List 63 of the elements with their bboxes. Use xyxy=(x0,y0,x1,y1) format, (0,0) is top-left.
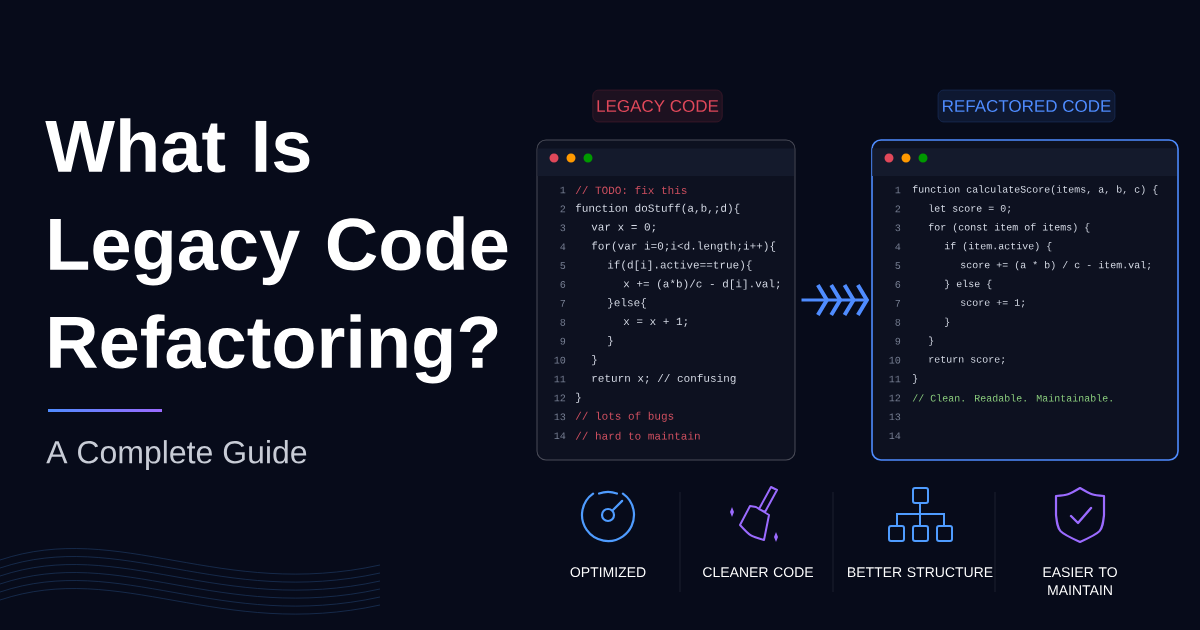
code-line: return x; // confusing xyxy=(592,373,736,385)
line-number: 12 xyxy=(554,394,566,402)
code-line: x += (a*b)/c - d[i].val; xyxy=(623,279,780,290)
line-number: 2 xyxy=(560,205,566,213)
line-number: 1 xyxy=(895,186,901,194)
code-line: function calculateScore(items, a, b, c) { xyxy=(912,185,1158,195)
code-line: } xyxy=(913,374,918,384)
code-line: // lots of bugs xyxy=(575,411,674,422)
line-number: 2 xyxy=(895,205,901,213)
feature-label: EASIER TO MAINTAIN xyxy=(1043,567,1117,595)
line-number: 5 xyxy=(560,262,566,269)
heading-badge: REFACTORED CODE xyxy=(937,89,1116,123)
feature-label: OPTIMIZED xyxy=(570,567,646,578)
chevron-arrow xyxy=(801,283,870,317)
line-number: 3 xyxy=(895,224,901,232)
line-number: 12 xyxy=(889,394,901,402)
line-number: 11 xyxy=(889,375,901,383)
line-number: 14 xyxy=(889,432,901,439)
line-number: 9 xyxy=(560,337,566,345)
line-number: 8 xyxy=(560,318,566,326)
code-line: return score; xyxy=(929,355,1005,365)
code-line: // TODO: fix this xyxy=(575,185,687,195)
code-line: // Clean. Readable. Maintainable. xyxy=(912,394,1112,402)
line-number: 10 xyxy=(889,356,901,364)
title: What Is Legacy Code Refactoring? xyxy=(45,118,508,384)
heading-badge: LEGACY CODE xyxy=(592,89,723,123)
code-line: score += (a * b) / c - item.val; xyxy=(961,260,1151,271)
code-line: }else{ xyxy=(608,298,646,309)
line-number: 6 xyxy=(560,281,566,288)
feature-label: BETTER STRUCTURE xyxy=(848,567,993,578)
code-line: } xyxy=(608,336,613,347)
line-number: 1 xyxy=(560,186,566,194)
line-number: 6 xyxy=(895,281,901,288)
code-line: score += 1; xyxy=(961,299,1025,308)
line-number: 14 xyxy=(554,432,566,439)
code-line: } else { xyxy=(945,279,992,290)
code-line: } xyxy=(945,317,950,327)
code-line: let score = 0; xyxy=(929,204,1011,214)
line-number: 10 xyxy=(554,356,566,364)
line-number: 8 xyxy=(895,318,901,326)
code-line: } xyxy=(576,392,581,403)
code-line: for(var i=0;i<d.length;i++){ xyxy=(591,241,776,252)
subtitle: A Complete Guide xyxy=(46,440,307,470)
feature-label: CLEANER CODE xyxy=(703,567,813,578)
code-line: } xyxy=(592,355,597,366)
line-number: 9 xyxy=(895,337,901,345)
code-line: // hard to maintain xyxy=(575,431,700,440)
line-number: 4 xyxy=(560,243,566,250)
line-number: 13 xyxy=(889,413,901,421)
code-line: } xyxy=(929,336,934,346)
code-line: if(d[i].active==true){ xyxy=(607,260,752,271)
line-number: 5 xyxy=(895,262,901,269)
line-number: 3 xyxy=(560,224,566,232)
code-line: var x = 0; xyxy=(591,223,655,233)
line-number: 7 xyxy=(560,300,566,307)
code-line: function doStuff(a,b,;d){ xyxy=(575,203,740,214)
code-line: x = x + 1; xyxy=(623,317,687,327)
line-number: 7 xyxy=(895,300,901,307)
line-number: 11 xyxy=(554,375,566,383)
code-line: if (item.active) { xyxy=(944,242,1052,252)
line-number: 13 xyxy=(554,413,566,421)
line-number: 4 xyxy=(895,243,901,250)
code-line: for (const item of items) { xyxy=(928,223,1090,233)
